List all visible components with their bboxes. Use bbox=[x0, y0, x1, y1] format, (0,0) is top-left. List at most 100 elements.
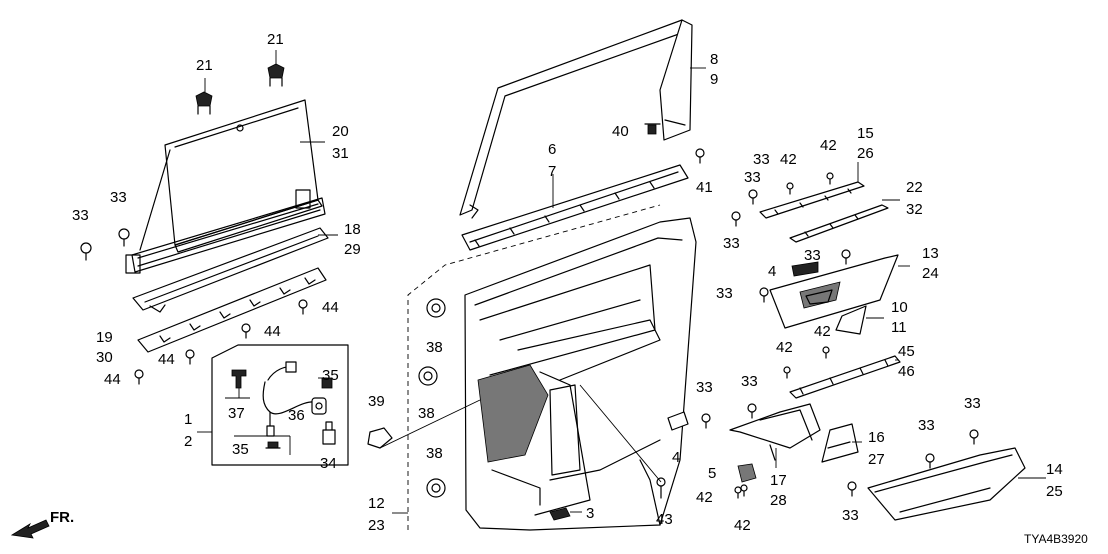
harness-clip bbox=[265, 441, 281, 449]
sunshade-assembly[interactable] bbox=[125, 99, 326, 274]
callout-27: 27 bbox=[868, 451, 885, 468]
callout-33: 33 bbox=[842, 507, 859, 524]
sunshade-clip bbox=[195, 91, 213, 115]
callout-35: 35 bbox=[322, 367, 339, 384]
bracket-16[interactable] bbox=[821, 423, 859, 463]
screw-42 bbox=[822, 346, 830, 359]
callout-31: 31 bbox=[332, 145, 349, 162]
callout-9: 9 bbox=[710, 71, 718, 88]
callout-29: 29 bbox=[344, 241, 361, 258]
callout-42: 42 bbox=[696, 489, 713, 506]
callout-33: 33 bbox=[804, 247, 821, 264]
screw-33 bbox=[847, 481, 857, 497]
callout-33: 33 bbox=[753, 151, 770, 168]
callout-38: 38 bbox=[426, 339, 443, 356]
callout-34: 34 bbox=[320, 455, 337, 472]
callout-22: 22 bbox=[906, 179, 923, 196]
callout-38: 38 bbox=[426, 445, 443, 462]
callout-24: 24 bbox=[922, 265, 939, 282]
callout-13: 13 bbox=[922, 245, 939, 262]
callout-42: 42 bbox=[814, 323, 831, 340]
callout-17: 17 bbox=[770, 472, 787, 489]
callout-18: 18 bbox=[344, 221, 361, 238]
screw-33 bbox=[747, 403, 757, 419]
callout-23: 23 bbox=[368, 517, 385, 534]
lining-clip bbox=[418, 366, 438, 386]
harness-bracket bbox=[211, 344, 349, 466]
callout-30: 30 bbox=[96, 349, 113, 366]
callout-39: 39 bbox=[368, 393, 385, 410]
callout-33: 33 bbox=[716, 285, 733, 302]
screw-42 bbox=[734, 486, 742, 499]
speaker-grille bbox=[477, 364, 549, 463]
callout-21: 21 bbox=[196, 57, 213, 74]
callout-42: 42 bbox=[734, 517, 751, 534]
front-arrow-icon bbox=[10, 519, 50, 539]
callout-10: 10 bbox=[891, 299, 908, 316]
callout-28: 28 bbox=[770, 492, 787, 509]
connector-block bbox=[322, 421, 336, 445]
front-label: FR. bbox=[50, 509, 74, 526]
callout-33: 33 bbox=[918, 417, 935, 434]
callout-11: 11 bbox=[891, 319, 907, 336]
screw-44 bbox=[185, 349, 195, 365]
callout-42: 42 bbox=[820, 137, 837, 154]
bezel-10 bbox=[835, 305, 867, 335]
diagram-code: TYA4B3920 bbox=[1024, 532, 1088, 546]
callout-16: 16 bbox=[868, 429, 885, 446]
callout-44: 44 bbox=[104, 371, 121, 388]
callout-4: 4 bbox=[672, 449, 680, 466]
door-lining-group-outline bbox=[407, 204, 661, 530]
callout-33: 33 bbox=[696, 379, 713, 396]
fastener-40 bbox=[644, 123, 661, 135]
screw-42 bbox=[786, 182, 794, 195]
screw-33 bbox=[80, 242, 92, 261]
callout-43: 43 bbox=[656, 511, 673, 528]
lower-trim-45[interactable] bbox=[789, 355, 901, 399]
callout-4: 4 bbox=[768, 263, 776, 280]
weatherstrip[interactable] bbox=[461, 164, 689, 251]
armrest-upper[interactable] bbox=[769, 254, 899, 329]
callout-33: 33 bbox=[723, 235, 740, 252]
callout-33: 33 bbox=[744, 169, 761, 186]
callout-33: 33 bbox=[110, 189, 127, 206]
trim-strip-lower[interactable] bbox=[789, 204, 889, 243]
callout-42: 42 bbox=[780, 151, 797, 168]
callout-6: 6 bbox=[548, 141, 556, 158]
callout-8: 8 bbox=[710, 51, 718, 68]
pull-pocket bbox=[549, 384, 581, 476]
retainer-strip[interactable] bbox=[137, 267, 327, 353]
screw-42 bbox=[783, 366, 791, 379]
callout-14: 14 bbox=[1046, 461, 1063, 478]
screw-42 bbox=[826, 172, 834, 185]
screw-33 bbox=[701, 413, 711, 429]
callout-2: 2 bbox=[184, 433, 192, 450]
garnish-rail[interactable] bbox=[132, 227, 329, 313]
trim-strip-upper[interactable] bbox=[759, 181, 865, 219]
callout-3: 3 bbox=[586, 505, 594, 522]
callout-5: 5 bbox=[708, 465, 716, 482]
callout-44: 44 bbox=[158, 351, 175, 368]
armrest-lower[interactable] bbox=[867, 447, 1026, 521]
callout-21: 21 bbox=[267, 31, 284, 48]
screw-42 bbox=[740, 484, 748, 497]
callout-1: 1 bbox=[184, 411, 192, 428]
screw-44 bbox=[298, 299, 308, 315]
clip-bracket bbox=[231, 369, 247, 398]
sash-channel[interactable] bbox=[459, 19, 693, 219]
callout-44: 44 bbox=[322, 299, 339, 316]
screw-33 bbox=[118, 228, 130, 247]
callout-19: 19 bbox=[96, 329, 113, 346]
callout-44: 44 bbox=[264, 323, 281, 340]
screw-41 bbox=[695, 148, 705, 164]
screw-33 bbox=[925, 453, 935, 469]
callout-15: 15 bbox=[857, 125, 874, 142]
callout-35: 35 bbox=[232, 441, 249, 458]
callout-32: 32 bbox=[906, 201, 923, 218]
callout-33: 33 bbox=[964, 395, 981, 412]
callout-36: 36 bbox=[288, 407, 305, 424]
lining-clip bbox=[426, 478, 446, 498]
callout-37: 37 bbox=[228, 405, 245, 422]
bracket-17[interactable] bbox=[729, 403, 821, 461]
